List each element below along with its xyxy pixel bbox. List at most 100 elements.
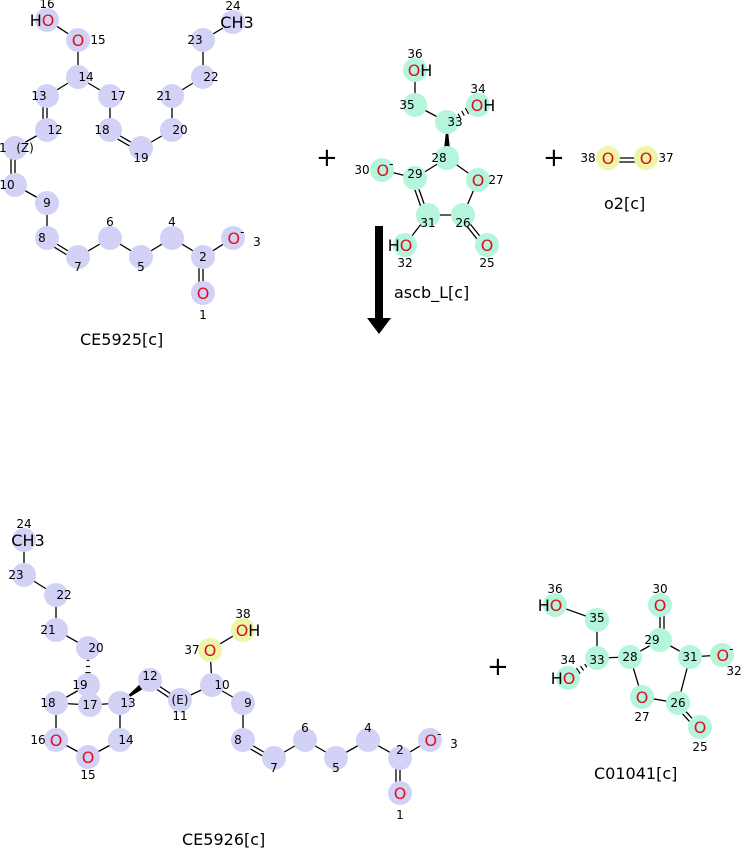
atom-number: 4 xyxy=(364,721,372,735)
atom-number: 12 xyxy=(142,669,157,683)
atom-number: 5 xyxy=(332,761,340,775)
atom-number: 20 xyxy=(88,641,103,655)
atom-number: 28 xyxy=(431,151,446,165)
atom-highlight xyxy=(76,673,100,697)
atom-highlight xyxy=(356,728,380,752)
atom-highlight xyxy=(231,728,255,752)
atom-highlight xyxy=(76,636,100,660)
atom-number: 38 xyxy=(235,607,250,621)
atom-highlight xyxy=(403,93,427,117)
atom-highlight xyxy=(138,668,162,692)
atom-highlight xyxy=(44,691,68,715)
atom-number: 7 xyxy=(74,260,82,274)
atom-highlight xyxy=(231,618,255,642)
atom-highlight xyxy=(108,728,132,752)
atom-number: 6 xyxy=(301,721,309,735)
atom-number: 8 xyxy=(234,733,242,747)
atom-highlight xyxy=(35,118,59,142)
atom-label: O xyxy=(636,688,649,707)
atom-number: 11 xyxy=(172,709,187,723)
atom-label: O- xyxy=(425,727,442,750)
atom-highlight xyxy=(44,583,68,607)
atom-number: 31 xyxy=(682,650,697,664)
atom-number: 15 xyxy=(80,768,95,782)
atom-highlight xyxy=(191,28,215,52)
arrow-label: ascb_L[c] xyxy=(394,283,469,303)
atom-number: 38 xyxy=(580,151,595,165)
atom-number: 18 xyxy=(94,123,109,137)
atom-number: 35 xyxy=(399,98,414,112)
atom-number: 36 xyxy=(407,47,422,61)
atom-number: 21 xyxy=(156,89,171,103)
atom-number: 29 xyxy=(407,167,422,181)
atom-number: 11 xyxy=(0,141,7,155)
stereo-label: (E) xyxy=(172,693,189,707)
atom-number: 3 xyxy=(253,235,261,249)
atom-label: O xyxy=(654,596,667,615)
atom-highlight xyxy=(262,746,286,770)
atom-highlight xyxy=(35,191,59,215)
atom-label: O xyxy=(472,171,485,190)
atom-highlight xyxy=(198,638,222,662)
atom-highlight xyxy=(543,593,567,617)
atom-label: OH xyxy=(236,621,261,640)
atom-number: 10 xyxy=(0,178,15,192)
atom-number: 13 xyxy=(31,89,46,103)
atom-highlight xyxy=(44,728,68,752)
atom-number: 8 xyxy=(38,231,46,245)
reaction-arrow xyxy=(367,226,391,334)
atom-number: 3 xyxy=(450,737,458,751)
hash-bond xyxy=(580,665,585,671)
atom-number: 5 xyxy=(137,260,145,274)
hash-bond xyxy=(464,107,470,115)
atom-highlight xyxy=(678,645,702,669)
atom-label: O- xyxy=(377,157,394,180)
atom-label: O xyxy=(82,748,95,767)
atom-highlight xyxy=(688,715,712,739)
atom-highlight xyxy=(475,233,499,257)
atom-highlight xyxy=(466,93,490,117)
atom-highlight xyxy=(98,226,122,250)
atom-number: 23 xyxy=(8,568,23,582)
atom-number: 19 xyxy=(133,151,148,165)
atom-highlight xyxy=(66,65,90,89)
atom-number: 26 xyxy=(455,216,470,230)
atom-highlight xyxy=(710,643,734,667)
atom-number: 20 xyxy=(172,123,187,137)
plus-sign: + xyxy=(487,652,509,682)
plus-sign: + xyxy=(543,143,565,173)
atom-number: 15 xyxy=(90,33,105,47)
atom-highlight xyxy=(160,118,184,142)
molecule-name-ce5926: CE5926[c] xyxy=(182,830,265,848)
hash-bond xyxy=(584,663,588,668)
atom-number: 25 xyxy=(479,256,494,270)
atom-number: 24 xyxy=(225,0,240,13)
atom-number: 14 xyxy=(118,733,133,747)
atom-highlight xyxy=(44,618,68,642)
atom-number: 37 xyxy=(184,643,199,657)
atom-highlight xyxy=(160,84,184,108)
hash-bond xyxy=(457,113,461,118)
atom-number: 7 xyxy=(270,761,278,775)
atom-number: 14 xyxy=(78,70,93,84)
atom-highlight xyxy=(293,728,317,752)
atom-highlight xyxy=(666,691,690,715)
atom-highlight xyxy=(231,691,255,715)
hash-bond xyxy=(461,110,465,116)
atom-label: CH3 xyxy=(11,531,44,550)
atom-highlight xyxy=(388,746,412,770)
atom-number: 35 xyxy=(589,611,604,625)
atom-label: O xyxy=(694,718,707,737)
atom-number: 1 xyxy=(199,308,207,322)
atom-number: 9 xyxy=(244,696,252,710)
atom-number: 9 xyxy=(43,196,51,210)
atom-highlight xyxy=(12,563,36,587)
atom-number: 37 xyxy=(658,151,673,165)
atom-highlight xyxy=(648,628,672,652)
atom-label: O- xyxy=(717,642,734,665)
atom-label: O xyxy=(602,149,615,168)
molecule-name-ce5925: CE5925[c] xyxy=(80,330,163,349)
atom-highlight xyxy=(191,65,215,89)
